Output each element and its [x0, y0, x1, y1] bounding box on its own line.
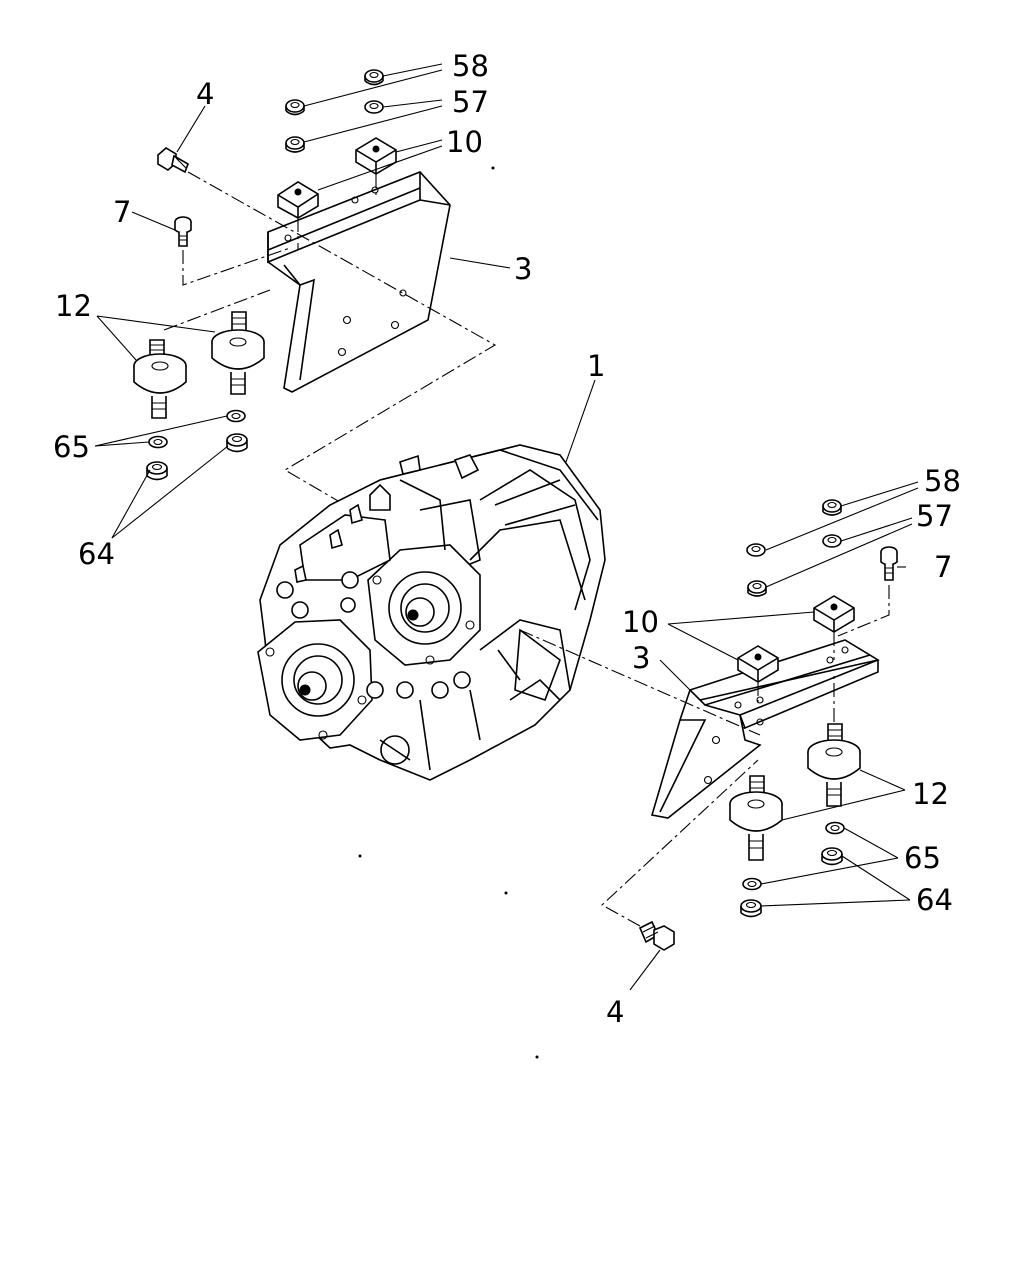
callout-57-left: 57 — [452, 85, 489, 119]
right-nut-58-b — [746, 543, 766, 557]
left-rubber-mount-b — [211, 311, 265, 395]
callout-labels: 58 57 10 4 7 3 12 65 64 1 58 57 7 10 3 1… — [53, 49, 961, 1029]
left-assembly-line-bolt4 — [187, 171, 497, 506]
right-bracket — [650, 639, 880, 819]
left-lockwasher-65-a — [226, 409, 246, 423]
callout-64-left: 64 — [78, 537, 115, 571]
callout-3-left: 3 — [514, 252, 532, 286]
callout-57-right: 57 — [916, 499, 953, 533]
right-nut-64-b — [740, 899, 762, 918]
left-bracket — [267, 171, 451, 393]
callout-10-right: 10 — [622, 605, 659, 639]
right-washer-57-b — [747, 580, 767, 597]
right-assembly-line-housing — [519, 629, 761, 736]
callout-7-left: 7 — [113, 195, 131, 229]
left-bolt-7 — [174, 216, 192, 247]
right-rubber-mount-a — [807, 723, 861, 807]
left-rubber-pad-b — [355, 137, 397, 175]
right-nut-64-a — [821, 847, 843, 866]
right-assembly-line-bolt7 — [837, 585, 890, 637]
left-nut-58-b — [285, 99, 305, 116]
bottom-bolt-4 — [638, 920, 675, 951]
right-nut-58-a — [822, 499, 842, 516]
callout-4-left: 4 — [196, 77, 214, 111]
left-mount-assembly — [94, 63, 511, 539]
right-washer-57-a — [822, 534, 842, 548]
callout-4-bottom: 4 — [606, 995, 624, 1029]
callout-65-right: 65 — [904, 841, 941, 875]
callout-64-right: 64 — [916, 883, 953, 917]
right-lockwasher-65-a — [825, 821, 845, 835]
transmission-housing — [257, 379, 606, 781]
right-assembly-line-bolt4 — [601, 759, 759, 927]
left-assembly-line-mount — [163, 289, 271, 331]
callout-58-right: 58 — [924, 464, 961, 498]
callout-1-center: 1 — [587, 349, 605, 383]
right-rubber-pad-b — [813, 595, 855, 633]
left-washer-57-a — [364, 100, 384, 114]
callout-12-right: 12 — [912, 777, 949, 811]
callout-58-left: 58 — [452, 49, 489, 83]
callout-12-left: 12 — [55, 289, 92, 323]
left-rubber-mount-a — [133, 339, 187, 419]
right-bolt-7 — [880, 546, 898, 581]
left-lockwasher-65-b — [148, 435, 168, 449]
left-rubber-pad-a — [277, 181, 319, 219]
callout-65-left: 65 — [53, 430, 90, 464]
right-rubber-pad-a — [737, 645, 779, 683]
right-lockwasher-65-b — [742, 877, 762, 891]
right-mount-assembly — [519, 481, 919, 991]
callout-3-right: 3 — [632, 641, 650, 675]
left-nut-58-a — [364, 69, 384, 86]
left-assembly-line-bolt7 — [182, 247, 291, 286]
right-rubber-mount-b — [729, 775, 783, 861]
left-washer-57-b — [285, 136, 305, 153]
callout-10-left: 10 — [446, 125, 483, 159]
left-nut-64-a — [226, 433, 248, 453]
left-bolt-4 — [157, 147, 189, 174]
callout-7-right: 7 — [934, 550, 952, 584]
